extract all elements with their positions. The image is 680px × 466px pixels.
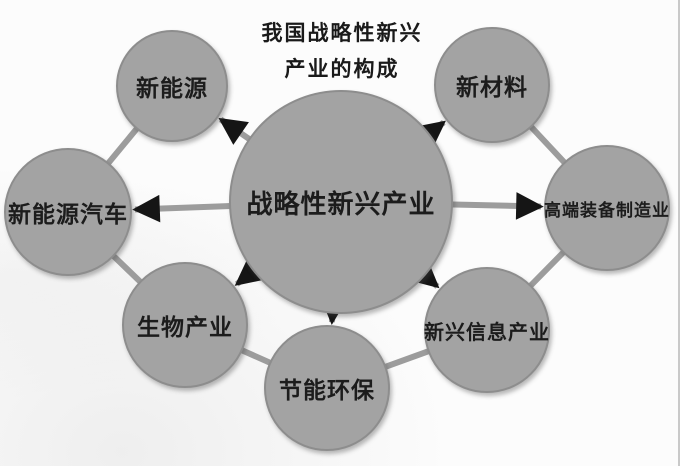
diagram-title-line2: 产业的构成 [284,58,400,81]
diagram-title-line1: 我国战略性新兴 [261,22,423,45]
node-high-end-equipment: 高端装备制造业 [544,145,670,271]
diagram-title: 我国战略性新兴 产业的构成 [222,16,462,88]
node-bio-industry: 生物产业 [122,262,248,388]
node-strategic-emerging-industries: 战略性新兴产业 [229,90,453,314]
node-new-energy: 新能源 [116,30,228,142]
node-label: 新材料 [456,74,528,100]
node-label: 新能源 [136,75,208,101]
node-label: 生物产业 [137,314,233,340]
node-label: 节能环保 [279,377,375,403]
node-emerging-information: 新兴信息产业 [424,267,550,393]
node-label: 战略性新兴产业 [246,188,436,219]
node-label: 新兴信息产业 [424,321,550,344]
node-label: 新能源汽车 [8,201,128,227]
node-new-energy-vehicles: 新能源汽车 [4,148,132,276]
node-new-materials: 新材料 [434,27,550,143]
node-label: 高端装备制造业 [544,200,670,220]
node-energy-saving-env-protect: 节能环保 [264,325,390,451]
